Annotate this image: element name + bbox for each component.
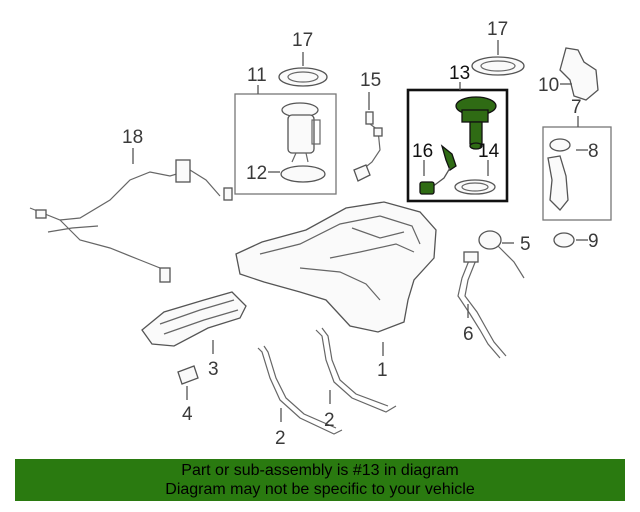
part-8-clamp[interactable] (549, 138, 571, 152)
part-17-right-gasket[interactable] (471, 56, 525, 76)
callout-1: 1 (377, 360, 388, 381)
callout-2-left: 2 (275, 428, 286, 449)
part-4-bracket[interactable] (177, 365, 199, 385)
callout-3: 3 (208, 359, 219, 380)
callout-10: 10 (538, 75, 559, 96)
callout-16: 16 (412, 141, 433, 162)
callout-13: 13 (449, 63, 470, 84)
callout-15: 15 (360, 70, 381, 91)
banner-line-2: Diagram may not be specific to your vehi… (165, 481, 475, 498)
part-1-fuel-tank[interactable] (235, 201, 437, 333)
callout-7: 7 (571, 97, 582, 118)
callout-5: 5 (520, 234, 531, 255)
part-15-sender[interactable] (353, 111, 383, 182)
part-13-fuel-pump-assembly[interactable] (419, 96, 497, 195)
part-12-o-ring[interactable] (280, 165, 326, 183)
part-3-heat-shield[interactable] (141, 291, 247, 347)
callout-17-right: 17 (487, 19, 508, 40)
info-banner: Part or sub-assembly is #13 in diagram D… (15, 459, 625, 501)
callout-14: 14 (478, 141, 500, 162)
part-2-strap-left[interactable] (257, 345, 343, 435)
callout-12: 12 (246, 163, 267, 184)
callout-8: 8 (588, 141, 599, 162)
part-6-filler-pipe[interactable] (457, 251, 507, 359)
part-7-hose[interactable] (547, 155, 569, 211)
callout-17-left: 17 (292, 30, 313, 51)
callout-9: 9 (588, 231, 599, 252)
part-5-fuel-cap[interactable] (478, 230, 525, 279)
callout-6: 6 (463, 324, 474, 345)
parts-diagram: 17 17 11 12 15 13 (29, 19, 612, 449)
banner-line-1: Part or sub-assembly is #13 in diagram (181, 462, 459, 479)
callout-11: 11 (247, 65, 267, 86)
callout-4: 4 (182, 404, 193, 425)
part-2-strap-right[interactable] (315, 327, 397, 413)
part-14-seal-ring[interactable] (454, 179, 496, 195)
part-9-clamp[interactable] (553, 232, 575, 248)
callout-2-right: 2 (324, 410, 335, 431)
part-10-filler-neck-top[interactable] (559, 47, 599, 101)
part-18-wiring-harness[interactable] (29, 159, 233, 283)
part-11-pump-module[interactable] (281, 102, 321, 163)
part-17-left-gasket[interactable] (278, 67, 328, 87)
callout-18: 18 (122, 127, 143, 148)
